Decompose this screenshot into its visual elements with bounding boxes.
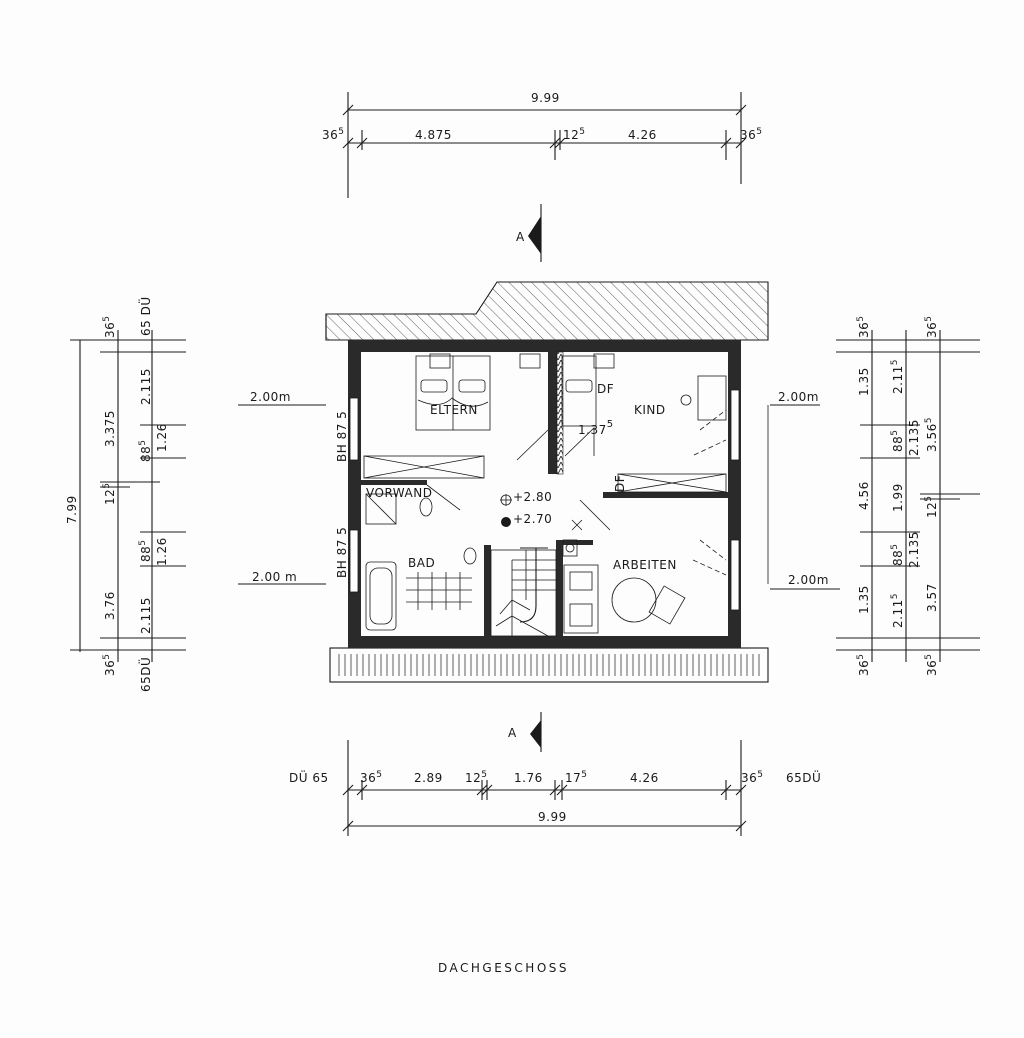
bottom-seg-4: 1.76 — [514, 771, 543, 785]
right-col1-5: 365 — [856, 653, 871, 676]
left-outer-5: 365 — [102, 653, 117, 676]
section-marker-top: A — [516, 204, 542, 262]
room-height-left-top: 2.00m — [250, 390, 291, 404]
bottom-total-dim: 9.99 — [538, 810, 567, 824]
room-height-right-top: 2.00m — [778, 390, 819, 404]
top-seg-4: 4.26 — [628, 128, 657, 142]
bottom-seg-2: 2.89 — [414, 771, 443, 785]
room-label-bad: BAD — [408, 556, 435, 570]
level-lower: +2.70 — [513, 512, 552, 526]
room-label-arbeiten: ARBEITEN — [613, 558, 677, 572]
svg-text:A: A — [508, 726, 517, 740]
bottom-seg-3: 125 — [465, 770, 488, 785]
top-dimension-chain: 9.99 365 4.875 125 4.26 365 — [322, 91, 763, 198]
exterior-walls — [348, 340, 741, 648]
left-dimension-chain: 7.99 65 DÜ 65DÜ 365 3.375 125 3.76 365 2… — [65, 296, 186, 692]
right-col1-2: 1.35 — [857, 367, 871, 396]
bh-label-2: BH 87 5 — [335, 527, 349, 578]
right-col3-5: 365 — [924, 653, 939, 676]
left-inner-5: 1.26 — [155, 537, 169, 566]
room-label-vorwand: VORWAND — [366, 486, 432, 500]
room-height-leaders: 2.00m 2.00m 2.00 m 2.00m — [238, 390, 840, 590]
right-col2-3: 2.135 — [907, 419, 921, 456]
svg-text:A: A — [516, 230, 525, 244]
right-col1-4: 1.35 — [857, 585, 871, 614]
level-markers — [500, 494, 583, 531]
left-outer-4: 3.76 — [103, 591, 117, 620]
bottom-dimension-chain: DÜ 65 65DÜ 365 2.89 125 1.76 175 4.26 36… — [289, 740, 821, 836]
bottom-overhang-left: DÜ 65 — [289, 769, 329, 785]
left-top-overhang: 65 DÜ — [137, 296, 153, 336]
roof-overhang-top — [325, 281, 769, 341]
left-outer-2: 3.375 — [103, 410, 117, 447]
bathroom-fixtures — [365, 493, 477, 631]
room-label-df: DF — [597, 382, 614, 396]
left-outer-1: 365 — [102, 315, 117, 338]
room-label-kind: KIND — [634, 403, 666, 417]
right-col2-5: 885 — [890, 543, 905, 566]
bottom-seg-5: 175 — [565, 770, 588, 785]
left-inner-1: 2.115 — [139, 368, 153, 405]
top-seg-2: 4.875 — [415, 128, 452, 142]
room-label-eltern: ELTERN — [430, 403, 478, 417]
right-col3-1: 365 — [924, 315, 939, 338]
right-col3-3: 125 — [924, 495, 939, 518]
bottom-seg-6: 4.26 — [630, 771, 659, 785]
top-seg-1: 365 — [322, 127, 345, 142]
top-total-dim: 9.99 — [531, 91, 560, 105]
right-col3-2: 3.565 — [924, 417, 939, 452]
door-swings — [426, 409, 727, 576]
right-col2-1: 2.115 — [890, 359, 905, 394]
left-inner-6: 2.115 — [139, 597, 153, 634]
level-upper: +2.80 — [513, 490, 552, 504]
drawing-title: DACHGESCHOSS — [438, 961, 569, 975]
right-col2-7: 2.115 — [890, 593, 905, 628]
right-col1-3: 4.56 — [857, 481, 871, 510]
double-bed — [415, 355, 491, 431]
top-seg-3: 125 — [563, 127, 586, 142]
right-col3-4: 3.57 — [925, 583, 939, 612]
left-inner-2: 1.26 — [155, 423, 169, 452]
bottom-seg-7: 365 — [741, 770, 764, 785]
right-col2-6: 2.135 — [907, 531, 921, 568]
right-col1-1: 365 — [856, 315, 871, 338]
office-furniture — [562, 539, 686, 634]
bh-label-1: BH 87 5 — [335, 411, 349, 462]
right-dimension-chain: 365 1.35 4.56 1.35 365 2.115 885 2.135 1… — [836, 315, 980, 676]
knee-walls — [363, 353, 727, 493]
bottom-overhang-right: 65DÜ — [786, 769, 821, 785]
top-seg-5: 365 — [740, 127, 763, 142]
staircase — [490, 547, 557, 637]
left-inner-3: 885 — [138, 439, 153, 462]
right-col2-4: 1.99 — [891, 483, 905, 512]
left-inner-4: 885 — [138, 539, 153, 562]
room-height-right-bottom: 2.00m — [788, 573, 829, 587]
left-outer-3: 125 — [102, 482, 117, 505]
section-marker-bottom: A — [508, 712, 542, 752]
room-height-left-bottom: 2.00 m — [252, 570, 297, 584]
roof-overhang-bottom — [329, 647, 769, 683]
single-bed — [561, 355, 597, 427]
left-total: 7.99 — [65, 495, 79, 524]
bottom-seg-1: 365 — [360, 770, 383, 785]
right-col2-2: 885 — [890, 429, 905, 452]
interior-walls — [361, 351, 728, 637]
left-bottom-overhang: 65DÜ — [137, 657, 153, 692]
kind-dimension: 1.375 — [578, 419, 614, 437]
room-label-vertical: DF — [613, 475, 627, 492]
desk-kind — [680, 375, 727, 421]
